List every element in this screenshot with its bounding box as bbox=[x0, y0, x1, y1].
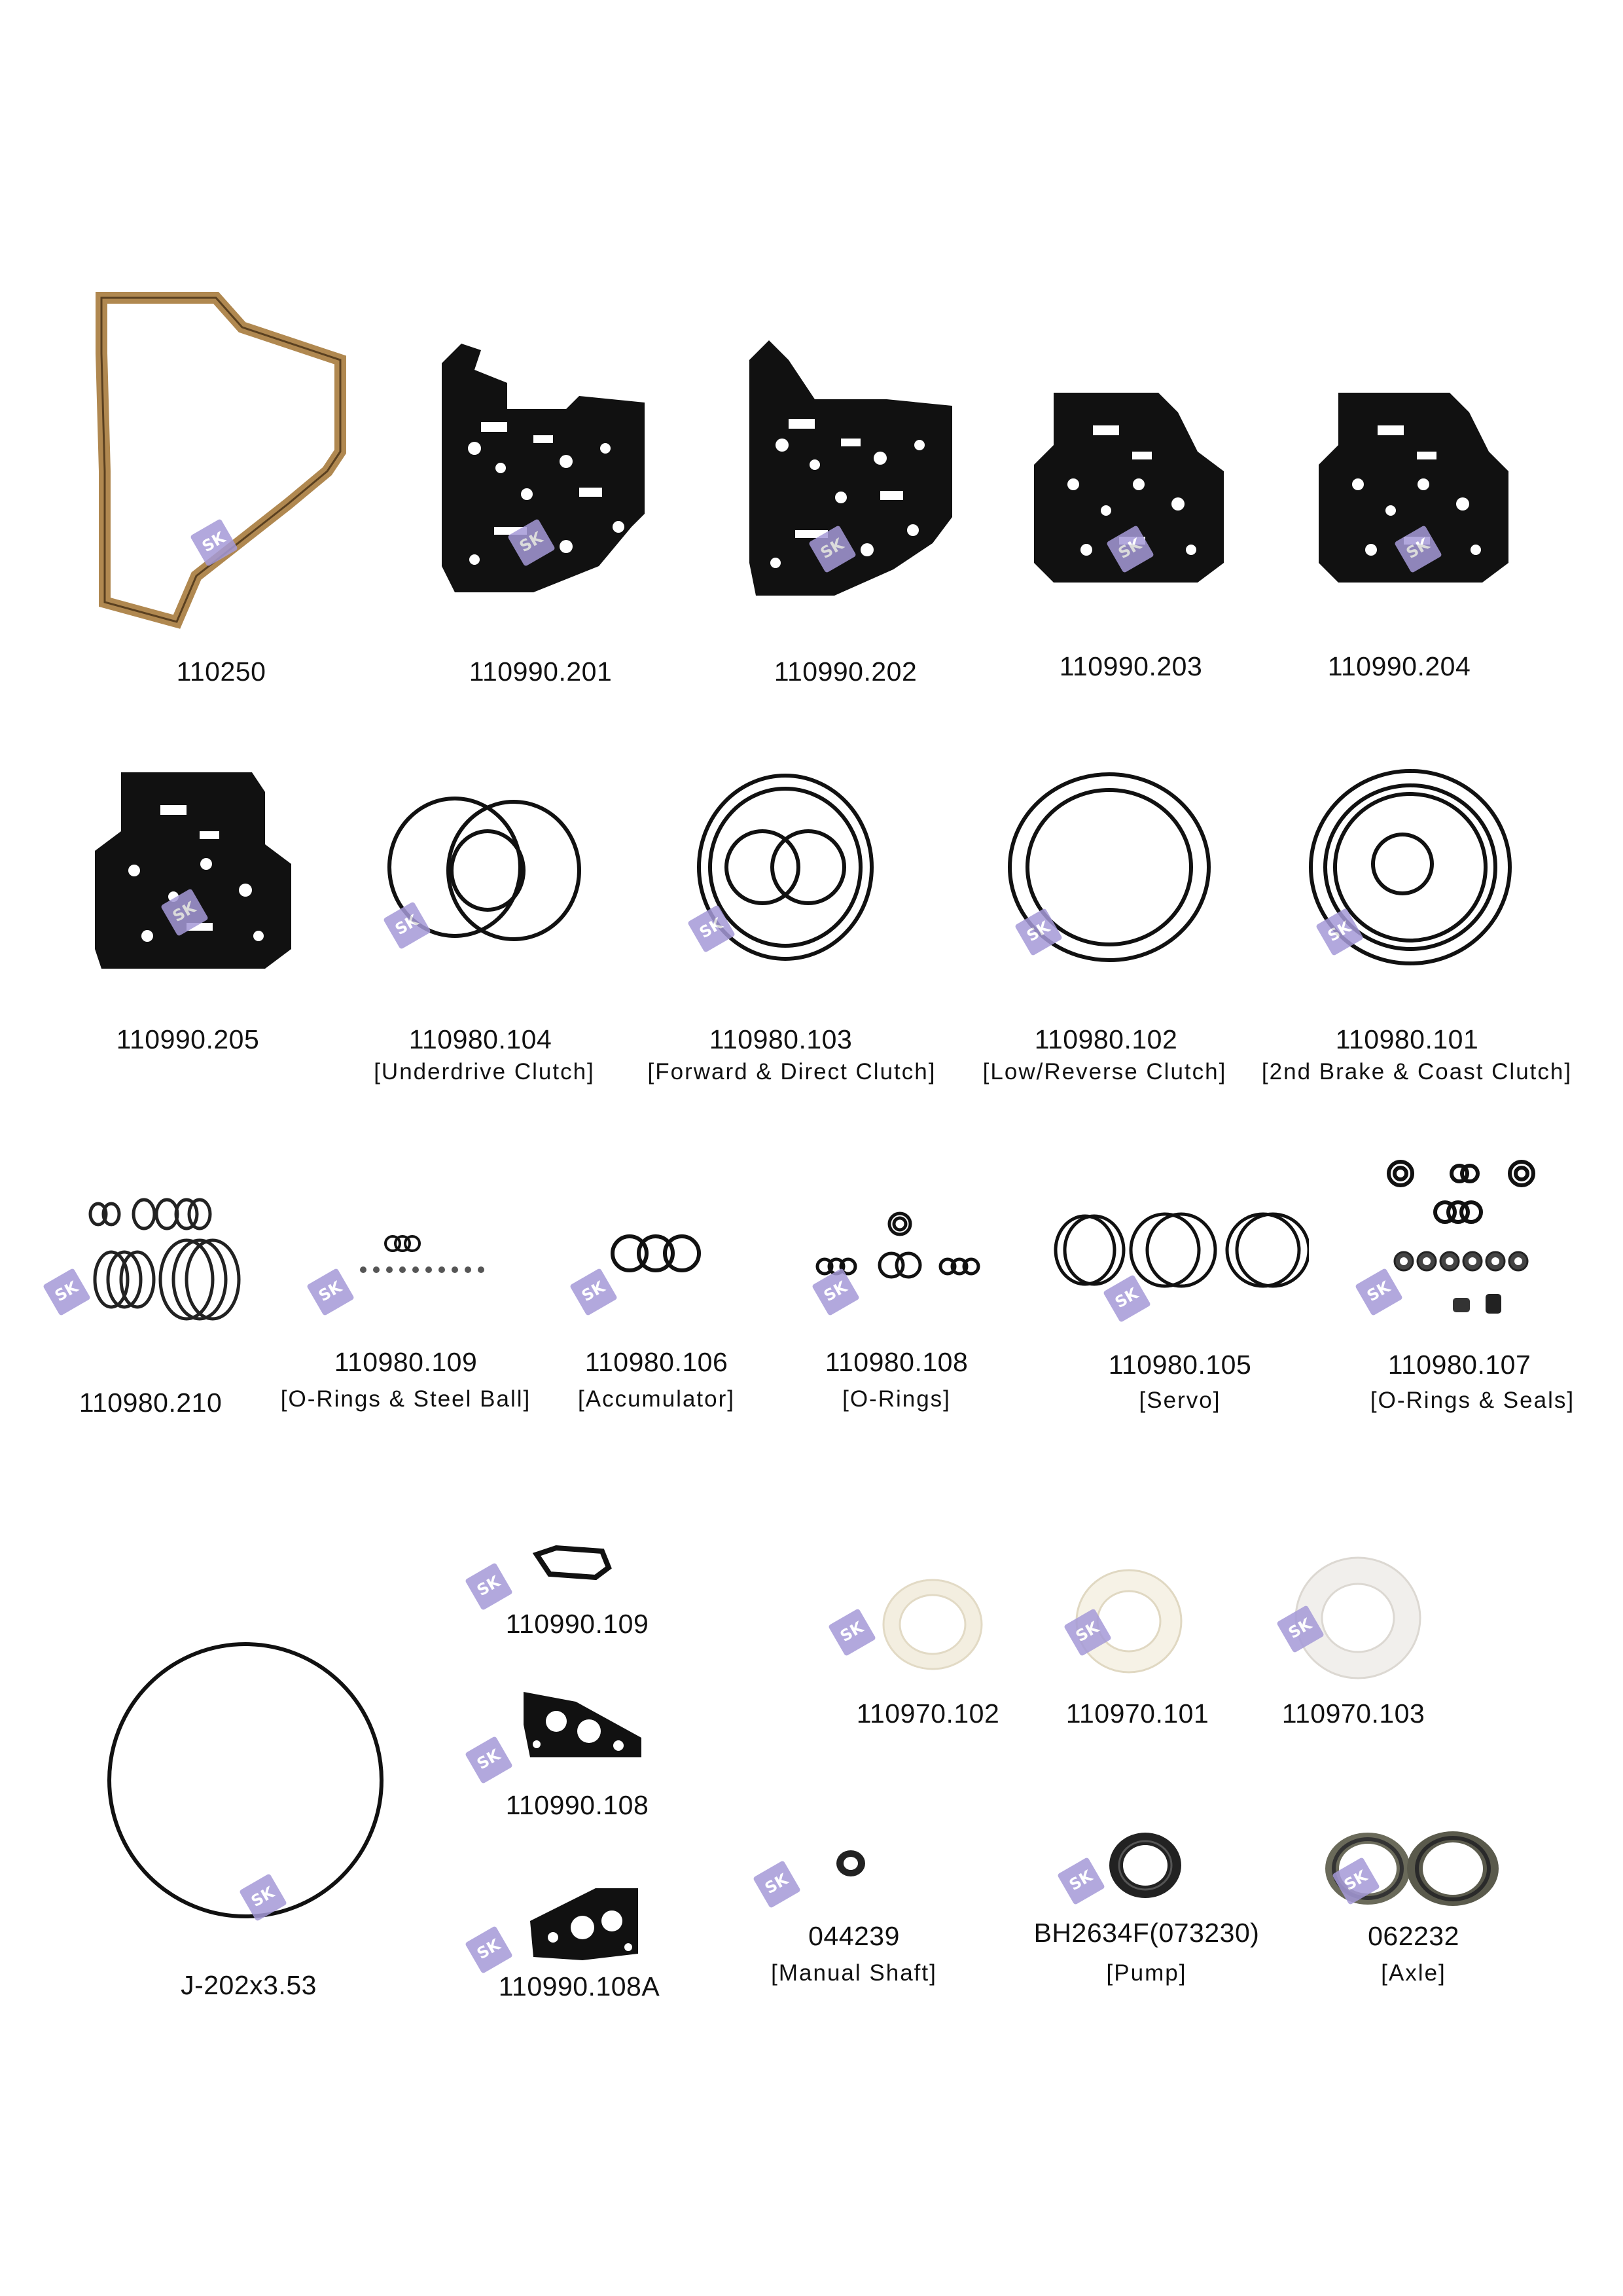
o-ring-set-image bbox=[1309, 769, 1512, 965]
o-ring-set-image bbox=[1008, 772, 1211, 962]
accumulator-o-rings-image bbox=[611, 1234, 701, 1272]
small-gasket-image bbox=[532, 1545, 612, 1581]
part-description: [Axle] bbox=[1381, 1960, 1446, 1986]
part-code: 110990.204 bbox=[1327, 651, 1471, 681]
part-code: 110980.108 bbox=[825, 1347, 969, 1377]
part-code: 110990.203 bbox=[1059, 651, 1203, 681]
valve-body-gasket-image bbox=[442, 344, 645, 592]
o-rings-and-steel-balls-image bbox=[360, 1235, 484, 1273]
part-code: 110980.101 bbox=[1335, 1024, 1479, 1054]
part-description: [Forward & Direct Clutch] bbox=[647, 1059, 936, 1085]
part-code: 110990.108A bbox=[498, 1971, 660, 2001]
o-ring-set-image bbox=[387, 797, 581, 941]
part-description: [Accumulator] bbox=[578, 1386, 735, 1412]
part-description: [O-Rings] bbox=[842, 1386, 951, 1412]
valve-body-gasket-image bbox=[1319, 393, 1508, 583]
part-code: 062232 bbox=[1368, 1921, 1459, 1951]
part-code: 110990.202 bbox=[774, 656, 918, 687]
part-description: [O-Rings & Steel Ball] bbox=[280, 1386, 531, 1412]
part-code: 110970.101 bbox=[1065, 1698, 1209, 1729]
part-code: 110980.102 bbox=[1034, 1024, 1178, 1054]
part-description: [Low/Reverse Clutch] bbox=[982, 1059, 1227, 1085]
seal-ring-set-image bbox=[88, 1198, 241, 1321]
valve-body-gasket-image bbox=[749, 340, 952, 596]
thrust-washer-image bbox=[882, 1579, 983, 1670]
cork-pan-gasket-image bbox=[96, 292, 346, 629]
o-rings-and-seals-image bbox=[1387, 1160, 1535, 1314]
part-code: J-202x3.53 bbox=[181, 1970, 317, 2000]
part-code: 110990.108 bbox=[505, 1790, 649, 1820]
large-o-ring-image bbox=[107, 1642, 383, 1918]
part-description: [Servo] bbox=[1139, 1388, 1221, 1413]
part-code: 110970.102 bbox=[856, 1698, 1000, 1729]
part-code: 044239 bbox=[808, 1921, 900, 1951]
valve-body-gasket-image bbox=[95, 772, 291, 969]
part-code: 110250 bbox=[176, 656, 266, 687]
part-code: 110980.104 bbox=[408, 1024, 552, 1054]
part-code: 110990.109 bbox=[505, 1609, 649, 1639]
oil-seal-image bbox=[1109, 1833, 1181, 1898]
part-code: 110990.205 bbox=[116, 1024, 260, 1054]
part-code: 110980.105 bbox=[1108, 1350, 1252, 1380]
part-description: [2nd Brake & Coast Clutch] bbox=[1261, 1059, 1573, 1085]
part-code: 110980.109 bbox=[334, 1347, 478, 1377]
o-ring-set-image bbox=[697, 774, 874, 961]
thrust-washer-image bbox=[1075, 1569, 1183, 1674]
part-code: 110980.107 bbox=[1387, 1350, 1531, 1380]
part-description: [Pump] bbox=[1106, 1960, 1187, 1986]
part-description: [O-Rings & Seals] bbox=[1370, 1388, 1575, 1413]
part-code: 110970.103 bbox=[1281, 1698, 1425, 1729]
small-gasket-image bbox=[524, 1692, 641, 1757]
part-code: BH2634F(073230) bbox=[1033, 1918, 1260, 1948]
part-description: [Underdrive Clutch] bbox=[374, 1059, 595, 1085]
part-code: 110980.210 bbox=[79, 1388, 223, 1418]
small-gasket-image bbox=[530, 1888, 638, 1960]
oil-seal-image bbox=[836, 1850, 865, 1876]
part-code: 110980.106 bbox=[584, 1347, 728, 1377]
part-code: 110990.201 bbox=[469, 656, 613, 687]
part-code: 110980.103 bbox=[709, 1024, 853, 1054]
servo-o-rings-image bbox=[1054, 1212, 1309, 1288]
part-description: [Manual Shaft] bbox=[771, 1960, 937, 1986]
